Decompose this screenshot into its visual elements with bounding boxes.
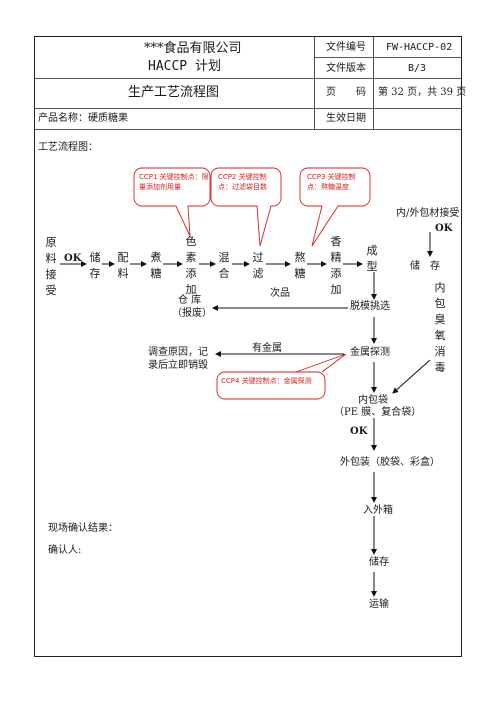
ok-label-1: OK <box>64 253 82 264</box>
page-value: 第 32 页，共 39 页 <box>378 87 467 98</box>
ok-label-2: OK <box>435 223 453 234</box>
step-storage-1: 储存 <box>89 251 101 280</box>
doc-no-value: FW-HACCP-02 <box>386 42 453 53</box>
step-color-addition: 色素添加 <box>185 235 197 296</box>
step-demold-select: 脱模挑选 <box>350 301 390 312</box>
step-batching: 配料 <box>117 251 129 280</box>
confirmer-label: 确认人: <box>48 545 82 556</box>
step-outer-packaging: 外包装（胶袋、彩盒） <box>340 457 440 468</box>
step-flavor-addition: 香精添加 <box>330 235 342 296</box>
step-boil-sugar: 煮糖 <box>150 251 162 280</box>
doc-no-label: 文件编号 <box>326 42 366 53</box>
haccp-plan-title: HACCP 计划 <box>148 59 221 74</box>
ccp2-callout: CCP2 关键控制点：过滤袋目数 <box>218 173 267 191</box>
warehouse-label: 仓 库 <box>178 295 202 306</box>
confirm-result-label: 现场确认结果： <box>48 523 118 534</box>
ccp3-callout: CCP3 关键控制点：熬糖温度 <box>307 173 356 191</box>
step-raw-material-receiving: 原料接受 <box>45 236 57 297</box>
step-outer-box: 入外箱 <box>363 505 393 516</box>
step-packaging-receiving: 内/外包材接受 <box>396 208 460 219</box>
step-filtering: 过滤 <box>252 251 264 280</box>
step-packaging-storage: 储 存 <box>410 261 440 272</box>
company-name: ***食品有限公司 <box>144 41 242 56</box>
step-sugar-cooking: 熬糖 <box>294 251 306 280</box>
step-metal-detection: 金属探测 <box>350 347 390 358</box>
scrap-label: （报废） <box>172 308 212 319</box>
investigate-line-1: 调查原因，记 <box>148 347 208 358</box>
product-name: 产品名称：硬质糖果 <box>38 113 128 124</box>
version-label: 文件版本 <box>326 63 366 74</box>
step-mixing: 混合 <box>218 251 230 280</box>
effective-date-label: 生效日期 <box>326 113 366 124</box>
page-label: 页 码 <box>326 87 366 98</box>
inner-bag-type: （PE 膜、复合袋） <box>334 407 422 418</box>
ccp4-callout: CCP4 关键控制点：金属探测 <box>221 377 312 385</box>
version-value: B/3 <box>408 63 427 74</box>
ok-label-3: OK <box>350 426 368 437</box>
step-ozone-disinfection: 内包臭氧消毒 <box>434 281 446 374</box>
has-metal-label: 有金属 <box>252 343 282 354</box>
ccp1-callout: CCP1 关键控制点：限量添加剂用量 <box>139 173 209 191</box>
step-inner-bag: 内包袋 <box>358 395 388 406</box>
step-final-storage: 储存 <box>369 557 389 568</box>
defect-label: 次品 <box>270 288 290 299</box>
step-forming: 成型 <box>366 244 378 273</box>
process-label: 工艺流程图： <box>38 142 98 153</box>
step-transport: 运输 <box>369 599 389 610</box>
document-title: 生产工艺流程图 <box>128 85 220 100</box>
investigate-line-2: 录后立即销毁 <box>148 360 208 371</box>
